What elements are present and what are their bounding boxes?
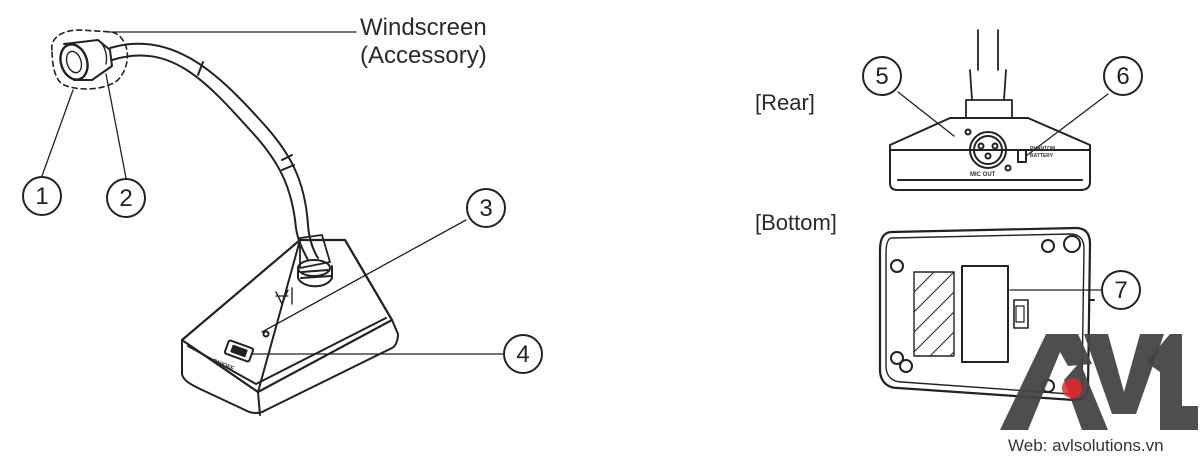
rear-view-label: [Rear] [755, 90, 815, 115]
bottom-body [878, 226, 1092, 402]
callout-circles [22, 56, 1143, 374]
mic-capsule [59, 43, 89, 81]
callout-number: 5 [875, 63, 888, 90]
accessory-label: (Accessory) [360, 42, 487, 69]
mic-out-label: MIC OUT [970, 172, 996, 178]
hatched-pad [913, 271, 955, 357]
windscreen-label: Windscreen [360, 14, 487, 41]
phantom-label: PHANTOM [1030, 146, 1055, 152]
gooseneck [109, 42, 319, 259]
website-link[interactable]: Web: avlsolutions.vn [1008, 436, 1164, 455]
battery-compartment [961, 265, 1009, 363]
windscreen-outline [51, 29, 129, 90]
rear-body [889, 117, 1091, 191]
on-off-label: ON/OFF [211, 358, 235, 372]
on-off-switch [223, 339, 255, 363]
phantom-switch [1017, 149, 1027, 163]
callout-number: 1 [35, 183, 48, 210]
gooseneck-microphone [51, 29, 399, 416]
led-indicator [262, 330, 270, 338]
bottom-view [878, 226, 1095, 402]
callout-number: 4 [516, 341, 529, 368]
avl-logo [1000, 334, 1198, 430]
leader-lines [41, 31, 1109, 355]
callout-number: 2 [119, 185, 132, 212]
rear-view [889, 29, 1091, 191]
callout-number: 3 [479, 195, 492, 222]
callout-number: 6 [1116, 63, 1129, 90]
battery-label: BATTERY [1030, 153, 1054, 159]
xlr-connector [969, 131, 1007, 169]
callout-number: 7 [1114, 277, 1127, 304]
bottom-view-label: [Bottom] [755, 210, 837, 235]
